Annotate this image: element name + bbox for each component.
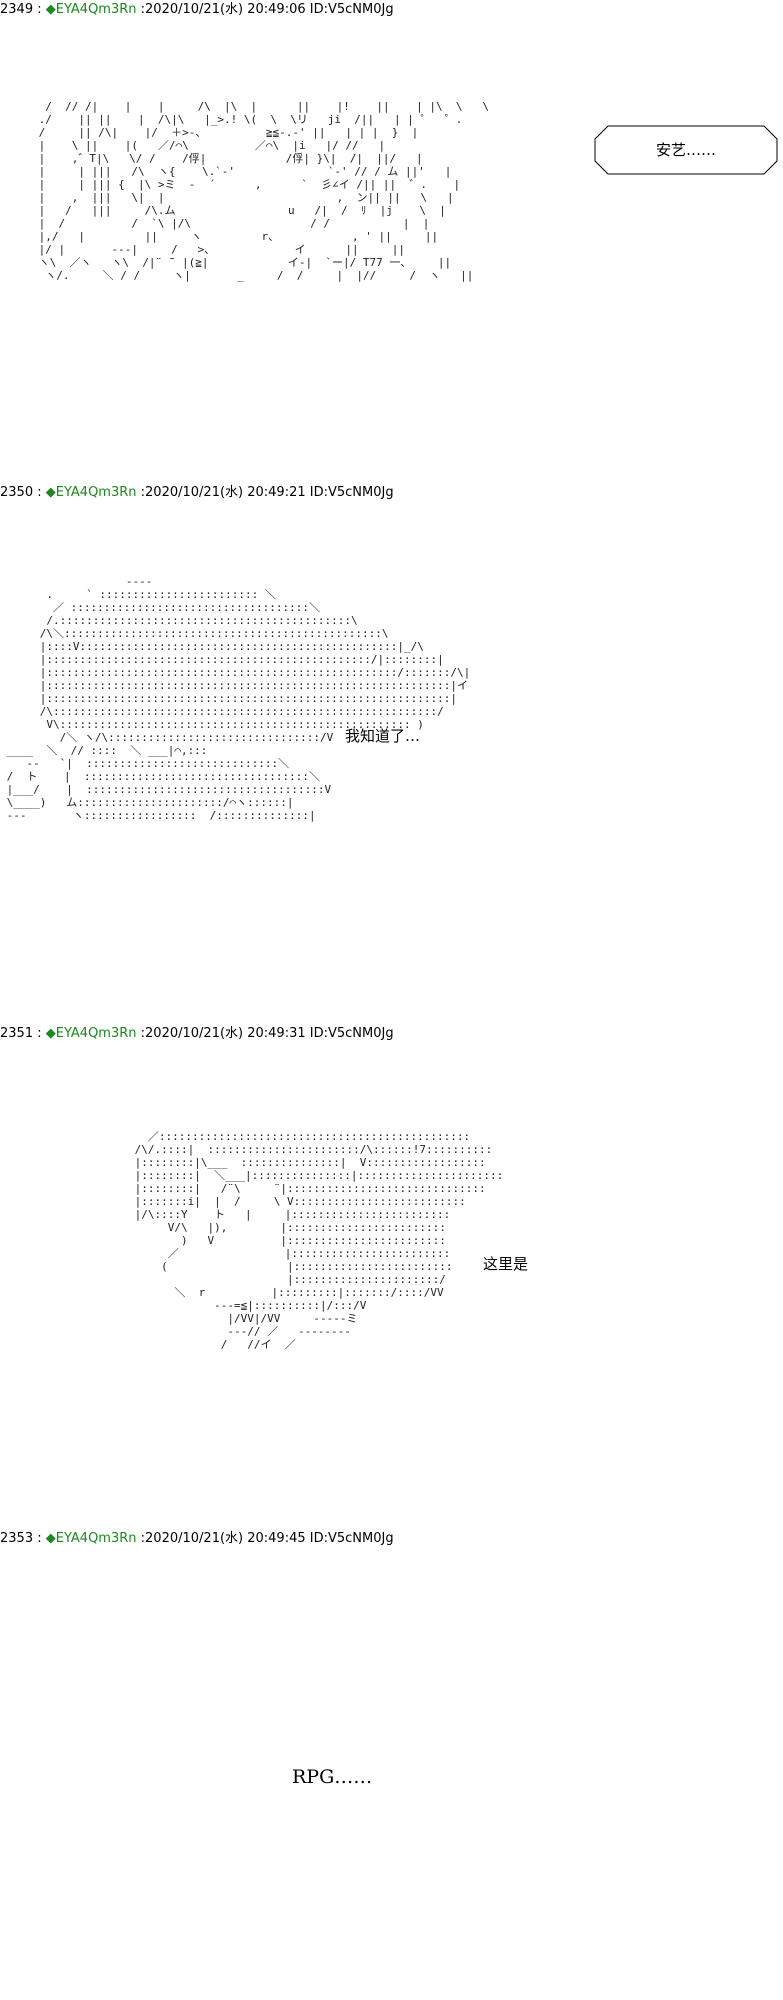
ascii-art: ---- . ` :::::::::::::::::::::::: ＼ ／ ::… xyxy=(6,575,471,822)
speech-bubble: 安艺…… xyxy=(594,125,778,175)
speech-bubble-frame xyxy=(594,125,778,175)
poster-name[interactable]: ◆EYA4Qm3Rn xyxy=(45,485,137,500)
post-header-2350: 2350 : ◆EYA4Qm3Rn :2020/10/21(水) 20:49:2… xyxy=(0,484,394,502)
poster-name[interactable]: ◆EYA4Qm3Rn xyxy=(45,1026,137,1041)
speech-text: 我知道了… xyxy=(345,727,421,745)
speech-text: 安艺…… xyxy=(655,141,716,159)
post-header-2349: 2349 : ◆EYA4Qm3Rn :2020/10/21(水) 20:49:0… xyxy=(0,1,394,19)
post-meta: :2020/10/21(水) 20:49:45 ID:V5cNM0Jg xyxy=(140,1531,394,1546)
post-meta: :2020/10/21(水) 20:49:31 ID:V5cNM0Jg xyxy=(140,1026,394,1041)
speech-text: RPG…… xyxy=(292,1766,373,1788)
post-separator: : xyxy=(37,2,42,17)
post-separator: : xyxy=(37,1531,42,1546)
post-number: 2350 xyxy=(0,485,34,500)
post-header-2351: 2351 : ◆EYA4Qm3Rn :2020/10/21(水) 20:49:3… xyxy=(0,1025,394,1043)
post-header-2353: 2353 : ◆EYA4Qm3Rn :2020/10/21(水) 20:49:4… xyxy=(0,1530,394,1548)
post-number: 2353 xyxy=(0,1531,34,1546)
post-separator: : xyxy=(37,1026,42,1041)
post-separator: : xyxy=(37,485,42,500)
poster-name[interactable]: ◆EYA4Qm3Rn xyxy=(45,2,137,17)
post-number: 2349 xyxy=(0,2,34,17)
poster-name[interactable]: ◆EYA4Qm3Rn xyxy=(45,1531,137,1546)
ascii-art: ／:::::::::::::::::::::::::::::::::::::::… xyxy=(134,1130,504,1351)
speech-text: 这里是 xyxy=(483,1255,529,1273)
post-number: 2351 xyxy=(0,1026,34,1041)
ascii-art: / // /| | | /\ |\ | || |! || | |\ \ \ ./… xyxy=(38,100,489,282)
post-meta: :2020/10/21(水) 20:49:21 ID:V5cNM0Jg xyxy=(140,485,394,500)
post-meta: :2020/10/21(水) 20:49:06 ID:V5cNM0Jg xyxy=(140,2,394,17)
